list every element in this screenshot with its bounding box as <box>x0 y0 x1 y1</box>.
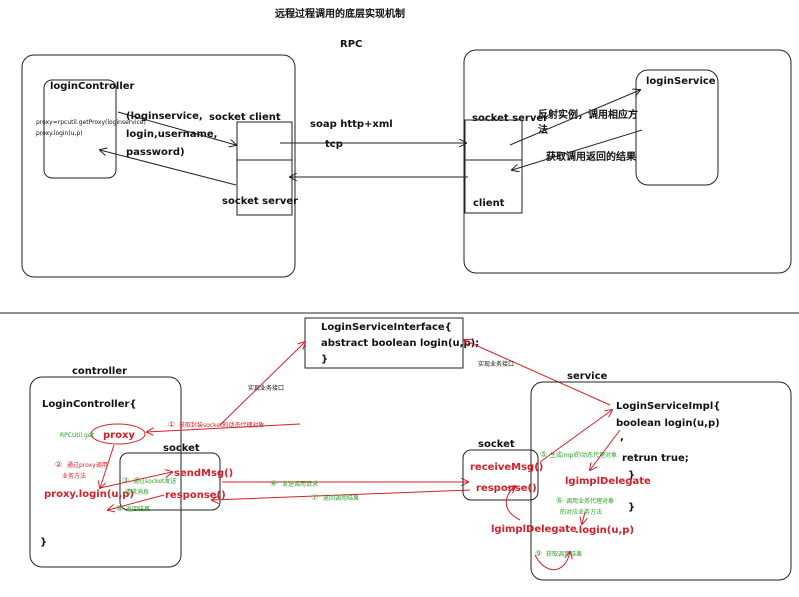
implement-interface-arrow-left <box>219 342 305 426</box>
step6-marker: ⑥ <box>556 496 563 505</box>
interface-title: LoginServiceInterface{ <box>321 322 452 333</box>
delegate-to-socket-arrow <box>505 486 521 521</box>
client-box <box>464 159 523 214</box>
impl-to-delegate-arrow <box>590 429 621 470</box>
step1-text: 获取封装socket的动态代理对象 <box>179 421 264 429</box>
step9-text: 获取调用结果 <box>546 550 582 558</box>
impl-business-left-label: 实现业务接口 <box>248 384 284 392</box>
impl-business-right-label: 实现业务接口 <box>478 360 514 368</box>
interface-method: abstract boolean login(u,p); <box>321 338 479 349</box>
step7-marker: ⑦ <box>311 493 318 502</box>
client-label: client <box>473 198 505 209</box>
step7-text: 返回调用结果 <box>323 494 359 502</box>
proxy-code-line-2: proxy.login(u,p) <box>36 130 83 137</box>
step3-marker: ③ <box>122 476 129 485</box>
socket-server-box-left <box>236 159 293 216</box>
reflection-label-2: 法 <box>538 123 548 136</box>
service-result-arrow <box>512 129 643 170</box>
step4-marker: ④ <box>270 479 277 488</box>
implement-interface-arrow-right <box>464 340 611 406</box>
step3-text-b: 请求消息 <box>125 488 149 496</box>
call-to-socket-client-arrow <box>117 111 236 145</box>
login-controller-label: loginController <box>50 81 135 92</box>
server-machine-box <box>463 49 792 274</box>
left-socket-box <box>119 452 221 511</box>
controller-box <box>29 376 182 568</box>
login-call-label: .login(u,p) <box>575 525 634 536</box>
step3-text: 通过socket发送 <box>133 477 176 485</box>
step1-arrow <box>147 423 301 432</box>
socket-server-box-right <box>464 119 523 161</box>
receive-msg-label: receiveMsg() <box>470 462 543 473</box>
controller-close-brace: } <box>40 537 47 548</box>
service-label: service <box>567 371 608 382</box>
rpc-label: RPC <box>340 39 362 50</box>
service-box <box>530 381 792 581</box>
login-controller-box <box>43 79 117 179</box>
send-msg-label: sendMsg() <box>174 468 233 479</box>
invoke-service-arrow <box>509 90 640 146</box>
get-result-label: 获取调用返回的结果 <box>545 150 637 163</box>
args-line-2: login,username, <box>126 129 217 140</box>
reflection-label-1: 反射实例，调用相应方 <box>538 108 638 121</box>
step5-marker: ⑤ <box>540 450 547 459</box>
client-machine-box <box>21 54 296 278</box>
step7-arrow <box>212 489 471 500</box>
impl-close-brace: } <box>628 470 635 481</box>
interface-close: } <box>321 354 328 365</box>
socket-client-box <box>236 121 293 161</box>
delegate-label-2: lgimplDelegate <box>491 524 577 535</box>
right-socket-label: socket <box>478 439 515 450</box>
rpcutil-get-label: RPCUtil.get <box>60 432 94 439</box>
step2-text: 通过proxy调用 <box>67 461 108 469</box>
socket-client-label: socket client <box>209 112 281 123</box>
proxy-code-line-1: proxy=rpcutil.getProxy(loginservice) <box>36 119 146 126</box>
login-service-label: loginService <box>646 76 716 87</box>
step2-text-b: 业务方法 <box>62 472 86 480</box>
step6-text-b: 的对应业务方法 <box>560 508 602 516</box>
impl-title: LoginServiceImpl{ <box>616 401 720 412</box>
step4-text: 发送调用请求 <box>282 480 318 488</box>
step2-marker: ② <box>55 460 62 469</box>
step9-curve-arrow <box>534 552 570 571</box>
args-line-3: password) <box>126 147 185 158</box>
step8-text: 返回结果 <box>126 505 150 513</box>
soap-http-xml-label: soap http+xml <box>310 119 393 130</box>
diagram-title: 远程过程调用的底层实现机制 <box>275 7 405 20</box>
step8-marker: ⑧ <box>116 504 123 513</box>
response-right-label: response() <box>476 483 537 494</box>
socket-server-left-label: socket server <box>222 196 298 207</box>
delegate-to-login-arrow <box>582 511 585 524</box>
right-socket-box <box>462 449 539 501</box>
step6-text: 调用业务代理对象 <box>566 497 614 505</box>
service-close-brace: } <box>628 502 635 513</box>
step2-arrow <box>100 444 115 488</box>
result-to-controller-arrow <box>100 150 237 186</box>
response-left-label: response() <box>165 490 226 501</box>
impl-method: boolean login(u,p) <box>616 418 720 429</box>
proxy-label: proxy <box>103 430 135 441</box>
step3-arrow <box>99 472 172 489</box>
controller-label: controller <box>72 366 127 377</box>
proxy-login-call: proxy.login(u,p) <box>44 489 134 500</box>
login-controller-title: LoginController{ <box>42 399 137 410</box>
login-service-box <box>635 69 719 186</box>
impl-comma: , <box>620 432 624 443</box>
step9-marker: ⑨ <box>535 549 542 558</box>
left-socket-label: socket <box>163 443 200 454</box>
tcp-label: tcp <box>325 139 343 150</box>
step1-marker: ① <box>168 420 175 429</box>
args-line-1: (loginservice, <box>126 111 203 122</box>
step8-arrow <box>108 494 165 510</box>
step5-arrow <box>539 410 612 463</box>
delegate-label-1: lgimplDelegate <box>565 476 651 487</box>
return-true: retrun true; <box>622 453 689 464</box>
proxy-ellipse <box>90 423 146 445</box>
step5-text: 生成impl的动态代理对象 <box>550 451 617 459</box>
socket-server-right-label: socket server <box>472 113 548 124</box>
